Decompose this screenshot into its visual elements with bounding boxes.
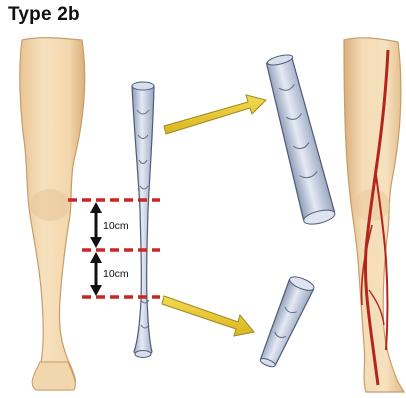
yellow-arrow-lower — [162, 296, 254, 336]
measurement-label-top: 10cm — [103, 220, 129, 232]
left-leg-illustration — [20, 38, 85, 390]
measurement-label-bottom: 10cm — [103, 268, 129, 280]
vein-segment-upper — [264, 52, 337, 227]
vein-segment-lower — [256, 274, 315, 371]
yellow-arrow-upper — [164, 95, 266, 134]
diagram-title: Type 2b — [8, 4, 80, 26]
right-leg-illustration — [344, 38, 404, 392]
vein-graft-full — [132, 82, 154, 358]
